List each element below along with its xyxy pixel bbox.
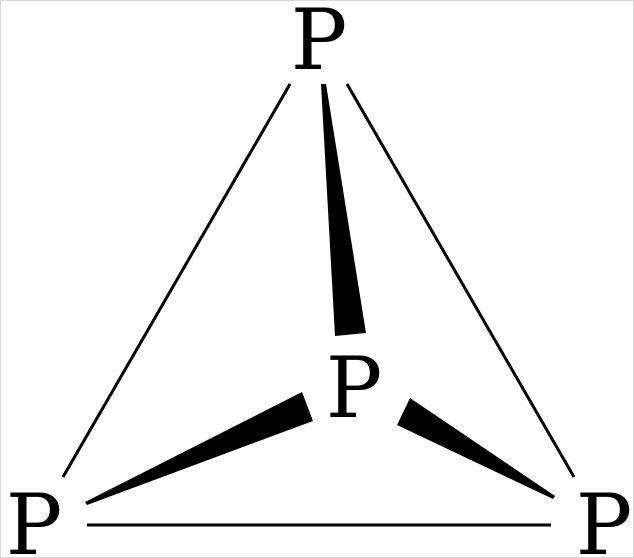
atom-label-bottom-left: P	[6, 476, 63, 558]
bond-top-to-bottom-left	[61, 83, 292, 478]
bond-top-to-bottom-right	[345, 83, 576, 478]
atom-label-center: P	[326, 339, 383, 437]
atom-label-top: P	[291, 1, 348, 89]
wedge-bond-bottom-left-to-center	[85, 392, 313, 505]
atom-label-bottom-right: P	[576, 476, 633, 558]
wedge-bond-top-to-center	[321, 84, 366, 336]
wedge-bond-bottom-right-to-center	[397, 398, 555, 499]
